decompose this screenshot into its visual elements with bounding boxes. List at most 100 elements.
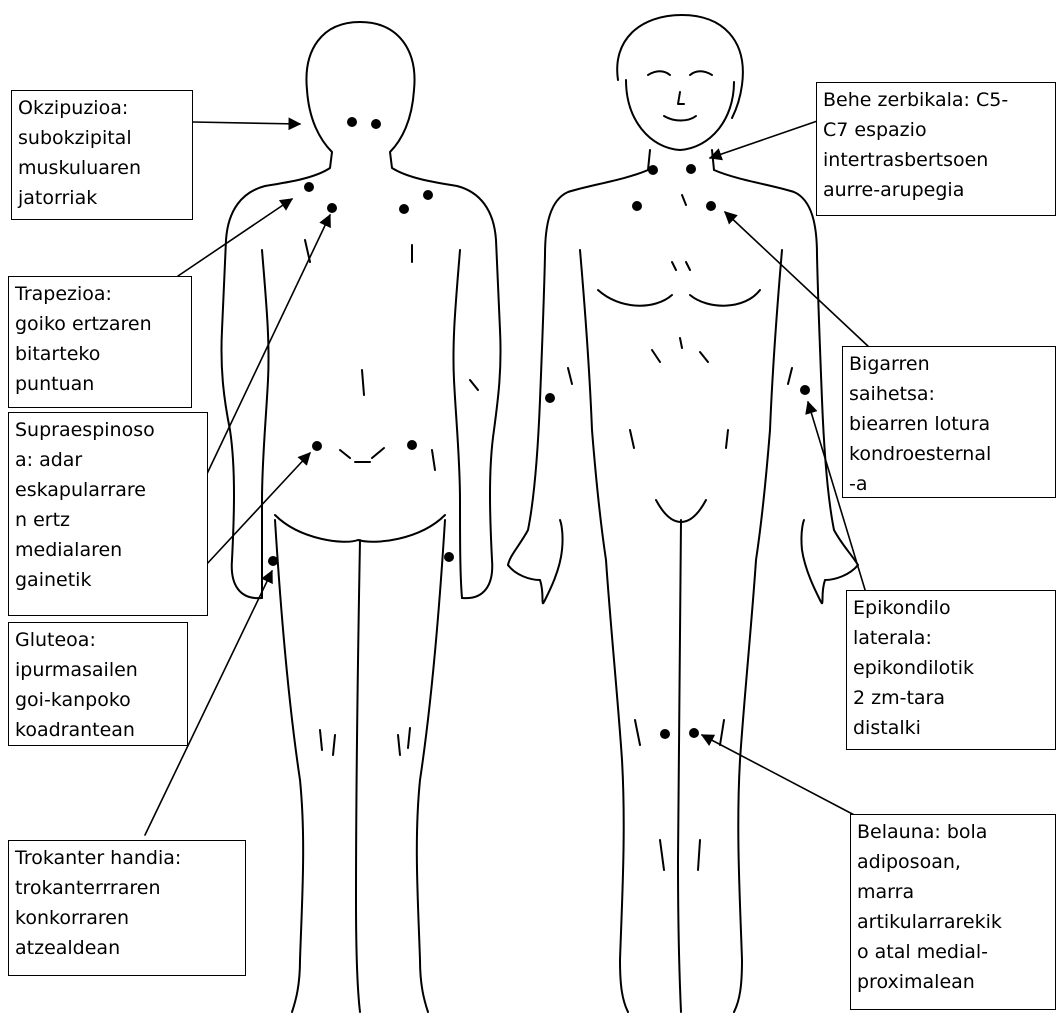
label-bigarren-saihetsa: Bigarren saihetsa: biearren lotura kondr…: [842, 346, 1056, 498]
label-line: n ertz: [15, 505, 201, 535]
front-arm-marks: [568, 368, 792, 384]
arrow-supraespinosoa-2: [205, 453, 310, 566]
label-trapezioa: Trapezioa: goiko ertzaren bitarteko punt…: [8, 276, 192, 408]
label-line: 2 zm-tara: [853, 683, 1049, 713]
label-line: C7 espazio: [823, 115, 1049, 145]
tender-point: [399, 204, 409, 214]
label-line: o atal medial-: [857, 937, 1049, 967]
arrow-okzipuzioa: [193, 122, 300, 124]
back-leg-midline: [356, 540, 360, 1012]
back-head-outline: [221, 22, 360, 598]
front-eyes: [648, 71, 712, 75]
label-line: bitarteko: [15, 339, 185, 369]
label-line: eskapularrare: [15, 475, 201, 505]
label-line: Trapezioa:: [15, 279, 185, 309]
tender-point: [407, 440, 417, 450]
label-line: goi-kanpoko: [15, 685, 181, 715]
label-line: artikularrarekik: [857, 907, 1049, 937]
label-line: Bigarren: [849, 349, 1049, 379]
tender-point: [423, 190, 433, 200]
label-line: goiko ertzaren: [15, 309, 185, 339]
back-buttocks: [275, 515, 445, 542]
front-abdomen-marks: [630, 338, 728, 448]
arrow-supraespinosoa-1: [205, 215, 330, 478]
front-pelvis: [656, 500, 706, 522]
label-line: koadrantean: [15, 715, 181, 745]
front-body-left: [508, 150, 650, 565]
label-line: -a: [849, 469, 1049, 498]
label-line: Gluteoa:: [15, 625, 181, 655]
back-arm-inner-right: [453, 250, 462, 598]
label-line: intertrasbertsoen: [823, 145, 1049, 175]
tender-point: [268, 556, 278, 566]
leader-arrows: [145, 118, 870, 835]
label-belauna: Belauna: bola adiposoan, marra artikular…: [850, 814, 1056, 1010]
label-supraespinosoa: Supraespinoso a: adar eskapularrare n er…: [8, 412, 208, 616]
label-line: aurre-arupegia: [823, 175, 1049, 205]
label-line: trokanterrraren: [15, 873, 239, 903]
tender-point: [545, 393, 555, 403]
arrow-trapezioa: [178, 199, 292, 276]
label-line: Behe zerbikala: C5-: [823, 85, 1049, 115]
back-arm-inner-left: [262, 250, 269, 598]
arrow-behe-zerbikala: [710, 118, 826, 158]
label-line: epikondilotik: [853, 653, 1049, 683]
back-sacrum-marks: [340, 448, 384, 462]
tender-point: [347, 117, 357, 127]
label-line: biearren lotura: [849, 409, 1049, 439]
label-line: medialaren: [15, 535, 201, 565]
back-head-outline-r: [360, 22, 501, 598]
label-line: Trokanter handia:: [15, 843, 239, 873]
label-line: laterala:: [853, 623, 1049, 653]
label-line: adiposoan,: [857, 847, 1049, 877]
front-breasts: [598, 290, 760, 306]
label-line: Supraespinoso: [15, 415, 201, 445]
label-gluteoa: Gluteoa: ipurmasailen goi-kanpoko koadra…: [8, 622, 188, 746]
label-line: saihetsa:: [849, 379, 1049, 409]
tender-point: [686, 164, 696, 174]
front-torso-right: [734, 250, 782, 1012]
tender-point: [648, 165, 658, 175]
label-line: puntuan: [15, 369, 185, 399]
label-line: a: adar: [15, 445, 201, 475]
tender-point: [800, 385, 810, 395]
front-hair: [617, 15, 743, 118]
front-face: [626, 80, 734, 150]
label-okzipuzioa: Okzipuzioa: subokzipital muskuluaren jat…: [11, 90, 193, 220]
label-trokanter: Trokanter handia: trokanterrraren konkor…: [8, 840, 246, 976]
back-knee-marks: [320, 728, 410, 755]
label-line: jatorriak: [18, 183, 186, 213]
label-line: subokzipital: [18, 123, 186, 153]
arrow-belauna: [702, 735, 860, 818]
tender-point: [327, 203, 337, 213]
label-line: distalki: [853, 713, 1049, 743]
tender-point: [371, 119, 381, 129]
back-view-figure: [221, 22, 500, 1012]
back-leg-outline-right: [417, 520, 445, 1012]
tender-point: [444, 552, 454, 562]
label-line: ipurmasailen: [15, 655, 181, 685]
tender-point: [632, 201, 642, 211]
front-leg-midline: [678, 520, 681, 1012]
label-line: proximalean: [857, 967, 1049, 997]
back-spine-mark: [362, 370, 364, 395]
label-line: konkorraren: [15, 903, 239, 933]
label-line: Epikondilo: [853, 593, 1049, 623]
tender-point: [706, 201, 716, 211]
label-line: atzealdean: [15, 933, 239, 963]
tender-point: [312, 441, 322, 451]
label-line: marra: [857, 877, 1049, 907]
front-hand-left: [508, 520, 563, 603]
label-epikondilo: Epikondilo laterala: epikondilotik 2 zm-…: [846, 590, 1056, 750]
front-nose: [678, 92, 684, 104]
tender-point: [660, 729, 670, 739]
label-behe-zerbikala: Behe zerbikala: C5- C7 espazio intertras…: [816, 82, 1056, 216]
label-line: gainetik: [15, 565, 201, 595]
front-clavicle-marks: [672, 195, 690, 270]
label-line: kondroesternal: [849, 439, 1049, 469]
front-view-figure: [508, 15, 858, 1012]
label-line: Belauna: bola: [857, 817, 1049, 847]
tender-point: [689, 728, 699, 738]
label-line: muskuluaren: [18, 153, 186, 183]
front-mouth: [664, 116, 696, 121]
